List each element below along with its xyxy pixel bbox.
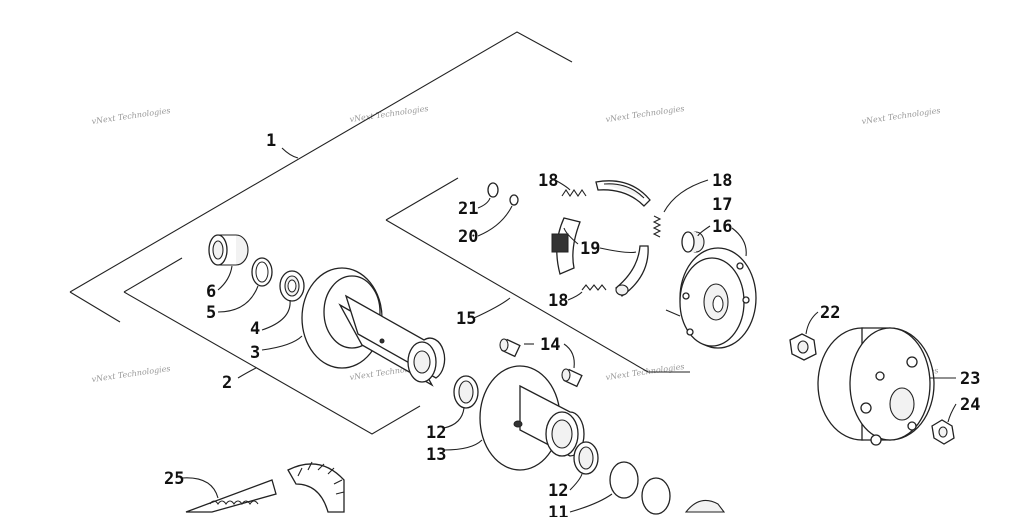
callout-24: 24 <box>960 395 980 415</box>
part-sheave <box>479 365 585 471</box>
part-clutch-drum <box>817 327 935 446</box>
bracket-assembly-2 <box>123 257 183 293</box>
callout-19: 19 <box>580 239 600 259</box>
part-spring-right <box>652 215 662 238</box>
callout-labels: 1 2 3 4 5 6 11 12 12 13 14 15 16 17 18 1… <box>164 131 980 517</box>
callout-2: 2 <box>222 373 232 393</box>
callout-3: 3 <box>250 343 260 363</box>
leader-lines <box>181 147 957 513</box>
part-cut-off <box>684 499 726 513</box>
part-o-ring-2 <box>641 477 671 515</box>
part-hex-nut <box>789 333 817 361</box>
callout-18-top: 18 <box>538 171 558 191</box>
callout-22: 22 <box>820 303 840 323</box>
callout-16: 16 <box>712 217 732 237</box>
watermark-4: vNext Technologies <box>861 106 941 126</box>
callout-17: 17 <box>712 195 732 215</box>
bracket-assembly-1 <box>69 31 573 293</box>
watermark-1: vNext Technologies <box>91 106 171 126</box>
callout-15: 15 <box>456 309 476 329</box>
part-bushing <box>681 231 705 253</box>
callout-6: 6 <box>206 282 216 302</box>
part-clutch-hub-shaft <box>301 267 446 387</box>
part-e-clip <box>487 182 499 198</box>
callout-4: 4 <box>250 319 260 339</box>
callout-13: 13 <box>426 445 446 465</box>
part-dowel-pin-left <box>499 338 521 358</box>
part-spring-bottom <box>581 284 607 291</box>
assembly-brackets <box>69 31 690 435</box>
callout-14: 14 <box>540 335 560 355</box>
callout-5: 5 <box>206 303 216 323</box>
part-ball-bearing <box>279 270 305 302</box>
part-o-ring-1 <box>609 461 639 499</box>
watermark-3: vNext Technologies <box>605 104 685 124</box>
callout-1: 1 <box>266 131 276 151</box>
callout-11: 11 <box>548 503 568 517</box>
part-dowel-pin-right <box>561 368 583 388</box>
part-retaining-ring <box>251 257 273 287</box>
callout-12-lower: 12 <box>548 481 568 501</box>
part-spacer-lower <box>573 441 599 475</box>
part-drum-nut <box>931 419 955 445</box>
part-drive-plate <box>665 247 757 349</box>
callout-25: 25 <box>164 469 184 489</box>
part-clutch-shoe-upper <box>595 180 651 207</box>
part-clutch-shoe-left <box>551 217 581 275</box>
callout-18-bottom: 18 <box>548 291 568 311</box>
callout-18-right: 18 <box>712 171 732 191</box>
part-spacer-upper <box>453 375 479 409</box>
callout-20: 20 <box>458 227 478 247</box>
part-spring-top <box>561 189 587 197</box>
part-washer <box>509 194 519 206</box>
bracket-assembly-15 <box>385 177 459 221</box>
callout-23: 23 <box>960 369 980 389</box>
callout-12-upper: 12 <box>426 423 446 443</box>
part-needle-bearing <box>208 234 249 266</box>
watermark-5: vNext Technologies <box>91 364 171 384</box>
callout-21: 21 <box>458 199 478 219</box>
part-drive-belt <box>185 461 345 513</box>
part-clutch-shoe-lower <box>615 245 649 297</box>
